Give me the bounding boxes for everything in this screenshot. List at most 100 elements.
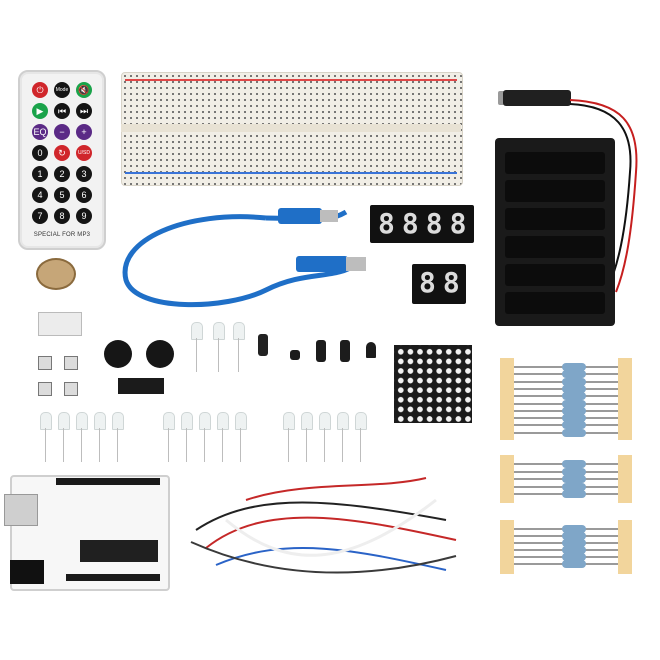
battery-holder-6xAA (495, 138, 615, 326)
led (94, 412, 106, 430)
resistor (514, 370, 618, 379)
ir-receiver (258, 334, 268, 356)
ir-receiver-module (38, 312, 82, 336)
resistor (514, 539, 618, 547)
remote-key: 1 (32, 166, 48, 182)
remote-key: ⏭ (76, 103, 92, 119)
led-leg (222, 428, 223, 462)
led-leg (99, 428, 100, 462)
resistor (514, 546, 618, 554)
resistor (514, 399, 618, 408)
led-dot-matrix-8x8 (394, 345, 472, 423)
led (163, 412, 175, 430)
remote-key: + (76, 124, 92, 140)
buzzer (104, 340, 132, 368)
led (217, 412, 229, 430)
remote-key: 7 (32, 208, 48, 224)
resistor (514, 525, 618, 533)
remote-key: 4 (32, 187, 48, 203)
resistor (514, 392, 618, 401)
remote-key: 6 (76, 187, 92, 203)
usb-a-connector (296, 256, 348, 272)
remote-key: 0 (32, 145, 48, 161)
arduino-usb-port (4, 494, 38, 526)
resistor-strip (500, 455, 632, 503)
clear-led (191, 322, 203, 340)
remote-key: ▶ (32, 103, 48, 119)
resistor-strip (500, 358, 632, 440)
remote-key: U/SD (76, 145, 92, 161)
seven-segment-display-2-digit: 88 (412, 264, 466, 304)
ic-chip (118, 378, 164, 394)
tactile-button (64, 356, 78, 370)
led-leg (45, 428, 46, 462)
battery-wires (569, 99, 638, 293)
led (319, 412, 331, 430)
seven-segment-display-4-digit: 8888 (370, 205, 474, 243)
arduino-header-top (56, 478, 160, 485)
remote-key: EQ (32, 124, 48, 140)
buzzer (146, 340, 174, 368)
resistor (514, 553, 618, 561)
led-leg (117, 428, 118, 462)
breadboard-center-groove (121, 124, 461, 132)
remote-key: ⏮ (54, 103, 70, 119)
resistor (514, 490, 618, 498)
breadboard-rail-red (125, 79, 457, 81)
resistor (514, 482, 618, 491)
potentiometer (36, 258, 76, 290)
remote-key: ↻ (54, 145, 70, 161)
resistor (514, 377, 618, 386)
tactile-button (64, 382, 78, 396)
tactile-button (38, 382, 52, 396)
remote-key: 9 (76, 208, 92, 224)
led-leg (360, 428, 361, 462)
resistor (514, 560, 618, 568)
led-leg (288, 428, 289, 462)
resistor (514, 406, 618, 415)
remote-key: − (54, 124, 70, 140)
arduino-header-bottom (66, 574, 160, 581)
resistor (514, 532, 618, 540)
remote-key: 3 (76, 166, 92, 182)
led (112, 412, 124, 430)
electrolytic-capacitor (340, 340, 350, 362)
clear-led (233, 322, 245, 340)
remote-key: 8 (54, 208, 70, 224)
led (337, 412, 349, 430)
led-leg (342, 428, 343, 462)
dc-barrel-plug (503, 90, 571, 106)
remote-key: 5 (54, 187, 70, 203)
resistor-strip (500, 520, 632, 574)
led-leg (240, 428, 241, 462)
clear-led (213, 322, 225, 340)
arduino-dc-jack (10, 560, 44, 584)
resistor (514, 460, 618, 468)
resistor (514, 384, 618, 393)
remote-label: SPECIAL FOR MP3 (33, 232, 91, 238)
usb-cable (122, 208, 366, 308)
led-leg (306, 428, 307, 462)
jumper-wires (190, 477, 457, 574)
led-leg (186, 428, 187, 462)
led (181, 412, 193, 430)
led (58, 412, 70, 430)
resistor (514, 428, 618, 437)
seven-segment-digits-2: 88 (419, 266, 467, 299)
breadboard-rail-blue (125, 172, 457, 174)
remote-key: Mode (54, 82, 70, 98)
usb-b-connector (278, 208, 322, 224)
led-leg (63, 428, 64, 462)
led (76, 412, 88, 430)
led-leg (168, 428, 169, 462)
resistor (514, 414, 618, 423)
infrared-led (366, 342, 376, 358)
led (283, 412, 295, 430)
led (355, 412, 367, 430)
remote-key: ⏻ (32, 82, 48, 98)
led-leg (204, 428, 205, 462)
seven-segment-digits-4: 8888 (378, 207, 474, 240)
transistor (290, 350, 300, 360)
led (40, 412, 52, 430)
